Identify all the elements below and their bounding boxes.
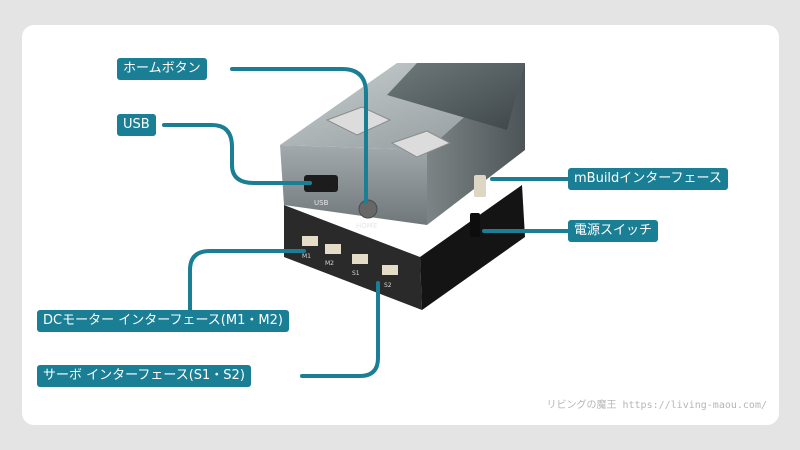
power-switch-label: 電源スイッチ	[568, 220, 659, 242]
top-button-left	[325, 106, 392, 136]
dc-motor-line	[188, 249, 306, 312]
body-front	[280, 145, 427, 225]
device-screen	[387, 63, 525, 130]
usb-line	[162, 123, 312, 185]
home-print: HOME	[356, 222, 377, 230]
top-button-right	[390, 130, 452, 158]
usb-label: USB	[117, 114, 156, 136]
home-line	[230, 67, 368, 204]
image-card: USB HOME M1 M2 S1 S2 ホームボタン USB mBuildイン…	[22, 25, 779, 425]
s2-print: S2	[384, 282, 392, 289]
connector-s2	[382, 265, 398, 275]
m1-print: M1	[302, 253, 311, 260]
mbuild-interface-label: mBuildインターフェース	[568, 168, 728, 190]
servo-interface-label: サーボ インターフェース(S1・S2)	[37, 365, 251, 387]
connector-m2	[325, 244, 341, 254]
connector-s1	[352, 254, 368, 264]
home-button-label: ホームボタン	[117, 58, 207, 80]
watermark-brand: リビングの魔王	[546, 400, 617, 411]
usb-port	[304, 175, 338, 192]
base-side	[420, 185, 525, 310]
callout-lines	[162, 67, 572, 378]
connector-m1	[302, 236, 318, 246]
device-illustration: USB HOME M1 M2 S1 S2	[280, 63, 525, 310]
watermark-url: https://living-maou.com/	[622, 400, 768, 411]
watermark: リビングの魔王 https://living-maou.com/	[546, 396, 767, 411]
power-switch-shape	[470, 213, 480, 237]
m2-print: M2	[325, 260, 334, 267]
servo-line	[300, 281, 380, 378]
s1-print: S1	[352, 270, 360, 277]
mbuild-port	[474, 175, 486, 197]
usb-print: USB	[314, 199, 329, 207]
dc-motor-interface-label: DCモーター インターフェース(M1・M2)	[37, 310, 289, 332]
